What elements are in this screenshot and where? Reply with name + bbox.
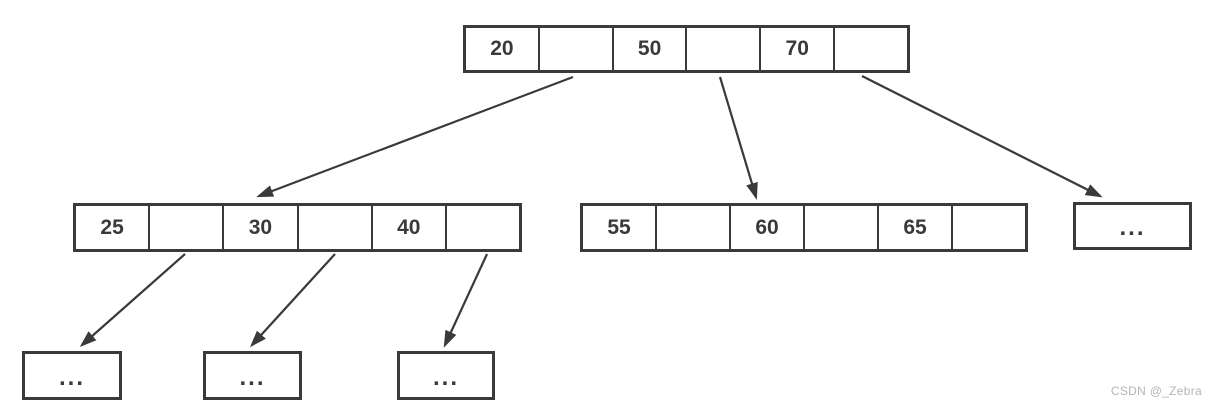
pointer-cell <box>951 206 1025 249</box>
edge-left-node-to-leaf-2 <box>249 253 336 348</box>
pointer-cell <box>444 206 519 249</box>
pointer-cell <box>685 28 759 70</box>
edge-root-to-right-node <box>861 75 1103 198</box>
key-cell: 25 <box>100 215 124 239</box>
node-internal-right: ... <box>1073 202 1192 250</box>
key-cell: 65 <box>877 206 951 249</box>
pointer-cell <box>833 28 907 70</box>
edge-left-node-to-leaf-1 <box>79 253 186 347</box>
ellipsis-cell: ... <box>58 363 85 391</box>
ellipsis-cell: ... <box>1119 214 1146 241</box>
edge-root-to-middle-node <box>718 76 758 200</box>
edge-root-to-left-node <box>256 75 574 198</box>
pointer-cell <box>148 206 222 249</box>
key-cell: 60 <box>729 206 803 249</box>
node-root: 20 50 70 <box>463 25 910 73</box>
pointer-cell <box>655 206 729 249</box>
pointer-cell <box>537 28 612 70</box>
key-cell: 50 <box>611 28 686 70</box>
key-cell: 70 <box>759 28 833 70</box>
node-internal-left: 25 30 40 <box>73 203 522 252</box>
node-leaf-1: ... <box>22 351 122 400</box>
node-leaf-2: ... <box>203 351 302 400</box>
key-cell: 40 <box>370 206 445 249</box>
node-internal-middle: 55 60 65 <box>580 203 1028 252</box>
edge-left-node-to-leaf-3 <box>443 253 488 348</box>
watermark: CSDN @_Zebra <box>1110 384 1202 398</box>
pointer-cell <box>803 206 877 249</box>
node-leaf-3: ... <box>397 351 495 400</box>
ellipsis-cell: ... <box>239 363 266 391</box>
key-cell: 20 <box>490 37 514 60</box>
pointer-cell <box>296 206 371 249</box>
key-cell: 55 <box>607 215 631 239</box>
ellipsis-cell: ... <box>432 363 459 391</box>
key-cell: 30 <box>222 206 296 249</box>
